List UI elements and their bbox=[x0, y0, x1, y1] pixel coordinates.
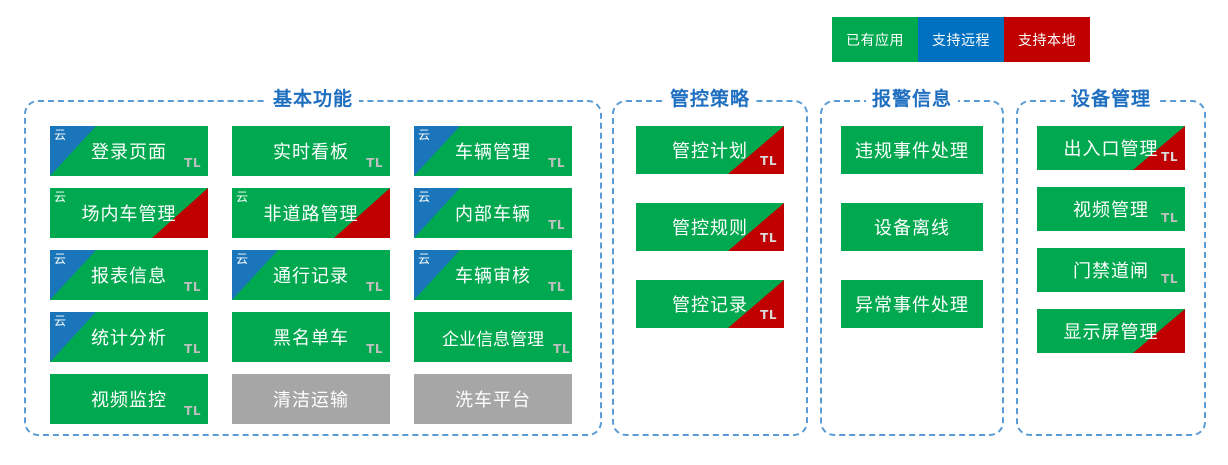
local-support-corner bbox=[728, 203, 784, 251]
card-内部车辆[interactable]: 云内部车辆 TL bbox=[414, 188, 572, 238]
card-洗车平台[interactable]: 洗车平台 bbox=[414, 374, 572, 424]
panel-alarm-info: 报警信息 违规事件处理设备离线异常事件处理 bbox=[820, 88, 1004, 436]
local-support-corner bbox=[728, 280, 784, 328]
card-违规事件处理[interactable]: 违规事件处理 bbox=[841, 126, 983, 174]
card-label: 车辆管理 bbox=[455, 142, 531, 163]
card-label: 实时看板 bbox=[273, 142, 349, 163]
card-清洁运输[interactable]: 清洁运输 bbox=[232, 374, 390, 424]
legend-existing-app[interactable]: 已有应用 bbox=[832, 17, 918, 62]
cloud-icon: 云 bbox=[54, 314, 68, 328]
tl-badge: TL bbox=[548, 156, 565, 170]
tl-badge: TL bbox=[760, 231, 777, 245]
cloud-corner-blue bbox=[232, 250, 278, 300]
card-车辆审核[interactable]: 云车辆审核 TL bbox=[414, 250, 572, 300]
tl-badge: TL bbox=[366, 156, 383, 170]
card-登录页面[interactable]: 云登录页面 TL bbox=[50, 126, 208, 176]
card-企业信息管理[interactable]: 企业信息管理 TL bbox=[414, 312, 572, 362]
card-label: 报表信息 bbox=[91, 266, 167, 287]
cloud-icon: 云 bbox=[54, 252, 68, 266]
tl-badge: TL bbox=[760, 154, 777, 168]
card-label: 车辆审核 bbox=[455, 266, 531, 287]
tl-badge: TL bbox=[548, 280, 565, 294]
card-label: 设备离线 bbox=[874, 218, 950, 239]
card-label: 违规事件处理 bbox=[855, 141, 969, 162]
local-support-corner bbox=[152, 188, 208, 238]
legend-supports-remote[interactable]: 支持远程 bbox=[918, 17, 1004, 62]
tl-badge: TL bbox=[184, 404, 201, 418]
card-label: 企业信息管理 bbox=[442, 329, 544, 350]
tl-badge: TL bbox=[548, 218, 565, 232]
tl-badge: TL bbox=[1161, 211, 1178, 225]
card-grid: 违规事件处理设备离线异常事件处理 bbox=[822, 102, 1002, 434]
cloud-icon: 云 bbox=[418, 252, 432, 266]
cloud-icon: 云 bbox=[54, 128, 68, 142]
card-显示屏管理[interactable]: 显示屏管理 bbox=[1037, 309, 1185, 353]
local-support-corner bbox=[728, 126, 784, 174]
card-通行记录[interactable]: 云通行记录 TL bbox=[232, 250, 390, 300]
card-门禁道闸[interactable]: 门禁道闸 TL bbox=[1037, 248, 1185, 292]
card-非道路管理[interactable]: 云非道路管理 bbox=[232, 188, 390, 238]
cloud-icon: 云 bbox=[418, 190, 432, 204]
panel-title: 管控策略 bbox=[663, 88, 757, 110]
card-label: 洗车平台 bbox=[455, 390, 531, 411]
card-视频管理[interactable]: 视频管理 TL bbox=[1037, 187, 1185, 231]
tl-badge: TL bbox=[553, 342, 570, 356]
cloud-corner-blue bbox=[50, 312, 96, 362]
tl-badge: TL bbox=[760, 308, 777, 322]
cloud-corner-blue bbox=[414, 188, 460, 238]
card-label: 门禁道闸 bbox=[1073, 261, 1149, 282]
card-label: 内部车辆 bbox=[455, 204, 531, 225]
tl-badge: TL bbox=[184, 342, 201, 356]
local-support-corner bbox=[334, 188, 390, 238]
card-label: 统计分析 bbox=[91, 328, 167, 349]
card-异常事件处理[interactable]: 异常事件处理 bbox=[841, 280, 983, 328]
cloud-corner-blue bbox=[414, 250, 460, 300]
card-车辆管理[interactable]: 云车辆管理 TL bbox=[414, 126, 572, 176]
tl-badge: TL bbox=[1161, 272, 1178, 286]
card-label: 通行记录 bbox=[273, 266, 349, 287]
card-视频监控[interactable]: 视频监控 TL bbox=[50, 374, 208, 424]
panel-title: 报警信息 bbox=[865, 88, 959, 110]
cloud-corner-blue bbox=[50, 250, 96, 300]
tl-badge: TL bbox=[366, 280, 383, 294]
cloud-icon: 云 bbox=[236, 190, 250, 204]
tl-badge: TL bbox=[184, 280, 201, 294]
local-support-corner bbox=[1133, 126, 1185, 170]
cloud-corner-blue bbox=[414, 126, 460, 176]
tl-badge: TL bbox=[1161, 150, 1178, 164]
tl-badge: TL bbox=[184, 156, 201, 170]
card-label: 视频监控 bbox=[91, 390, 167, 411]
card-报表信息[interactable]: 云报表信息 TL bbox=[50, 250, 208, 300]
card-label: 清洁运输 bbox=[273, 390, 349, 411]
card-label: 登录页面 bbox=[91, 142, 167, 163]
cloud-corner-blue bbox=[50, 126, 96, 176]
card-实时看板[interactable]: 实时看板 TL bbox=[232, 126, 390, 176]
card-设备离线[interactable]: 设备离线 bbox=[841, 203, 983, 251]
panel-title: 设备管理 bbox=[1064, 88, 1158, 110]
cloud-icon: 云 bbox=[236, 252, 250, 266]
panel-title: 基本功能 bbox=[266, 88, 360, 110]
card-label: 异常事件处理 bbox=[855, 295, 969, 316]
legend: 已有应用支持远程支持本地 bbox=[832, 17, 1090, 62]
cloud-icon: 云 bbox=[54, 190, 68, 204]
cloud-icon: 云 bbox=[418, 128, 432, 142]
tl-badge: TL bbox=[366, 342, 383, 356]
local-support-corner bbox=[1133, 309, 1185, 353]
card-统计分析[interactable]: 云统计分析 TL bbox=[50, 312, 208, 362]
legend-supports-local[interactable]: 支持本地 bbox=[1004, 17, 1090, 62]
card-场内车管理[interactable]: 云场内车管理 bbox=[50, 188, 208, 238]
card-黑名单车[interactable]: 黑名单车 TL bbox=[232, 312, 390, 362]
card-label: 视频管理 bbox=[1073, 200, 1149, 221]
card-label: 黑名单车 bbox=[273, 328, 349, 349]
